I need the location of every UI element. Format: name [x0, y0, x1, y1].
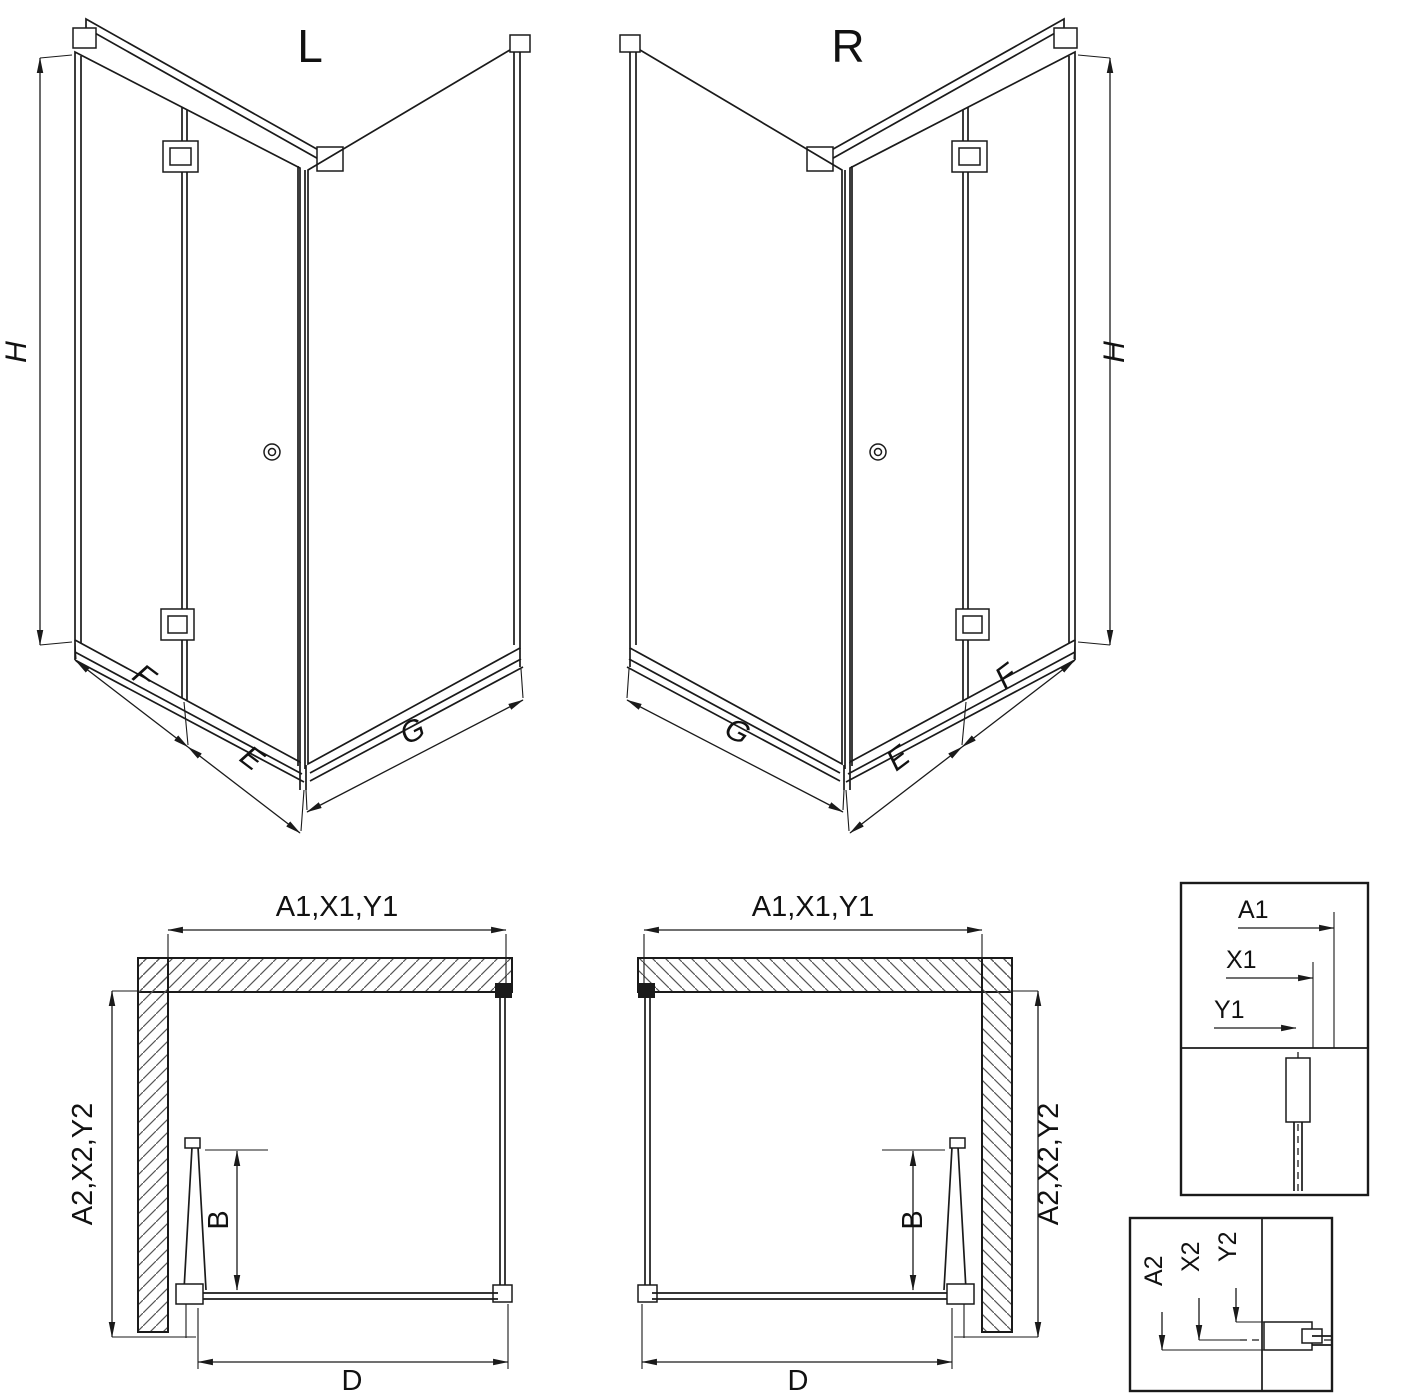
dim-label-h-left: H [0, 341, 33, 363]
dim-label-a1-detail: A1 [1238, 896, 1269, 924]
dim-label-e-left: E [234, 739, 271, 778]
dim-label-e-right: E [880, 739, 917, 778]
dim-label-a1-right: A1,X1,Y1 [752, 891, 875, 923]
dim-label-a2-left: A2,X2,Y2 [67, 1103, 99, 1226]
perspective-view-right: R H F E G [620, 19, 1131, 833]
dim-label-a1-left: A1,X1,Y1 [276, 891, 399, 923]
detail-view-top-profile: A1 X1 Y1 [1179, 881, 1370, 1197]
perspective-view-left: L H F E G [0, 19, 530, 833]
dim-label-h-right: H [1098, 341, 1131, 363]
dim-label-y1-detail: Y1 [1214, 996, 1245, 1024]
dim-label-g-right: G [719, 712, 755, 752]
wall-profile-section [1285, 1057, 1311, 1123]
detail-top-frame [1179, 881, 1370, 1197]
dim-label-b-right: B [897, 1210, 929, 1229]
dim-label-g-left: G [395, 712, 431, 752]
dim-label-b-left: B [203, 1210, 235, 1229]
detail-view-bottom-profile: A2 X2 Y2 [1128, 1216, 1334, 1393]
dim-label-x2-detail: X2 [1177, 1241, 1205, 1272]
detail-bottom-frame [1128, 1216, 1334, 1393]
view-label-right: R [831, 20, 864, 72]
dim-label-y2-detail: Y2 [1214, 1231, 1242, 1262]
view-label-left: L [297, 20, 323, 72]
dim-label-d-right: D [788, 1365, 809, 1397]
perspective-left-geometry [40, 19, 530, 833]
dim-label-a2-detail: A2 [1140, 1255, 1168, 1286]
plan-view-right: A1,X1,Y1 A2,X2,Y2 B D [638, 891, 1065, 1397]
perspective-right-geometry [620, 19, 1110, 833]
dim-label-a2-right: A2,X2,Y2 [1033, 1103, 1065, 1226]
dim-label-d-left: D [342, 1365, 363, 1397]
plan-right-geometry [638, 930, 1038, 1369]
plan-view-left: A1,X1,Y1 A2,X2,Y2 B D [67, 891, 512, 1397]
plan-left-geometry [112, 930, 512, 1369]
dim-label-x1-detail: X1 [1226, 946, 1257, 974]
